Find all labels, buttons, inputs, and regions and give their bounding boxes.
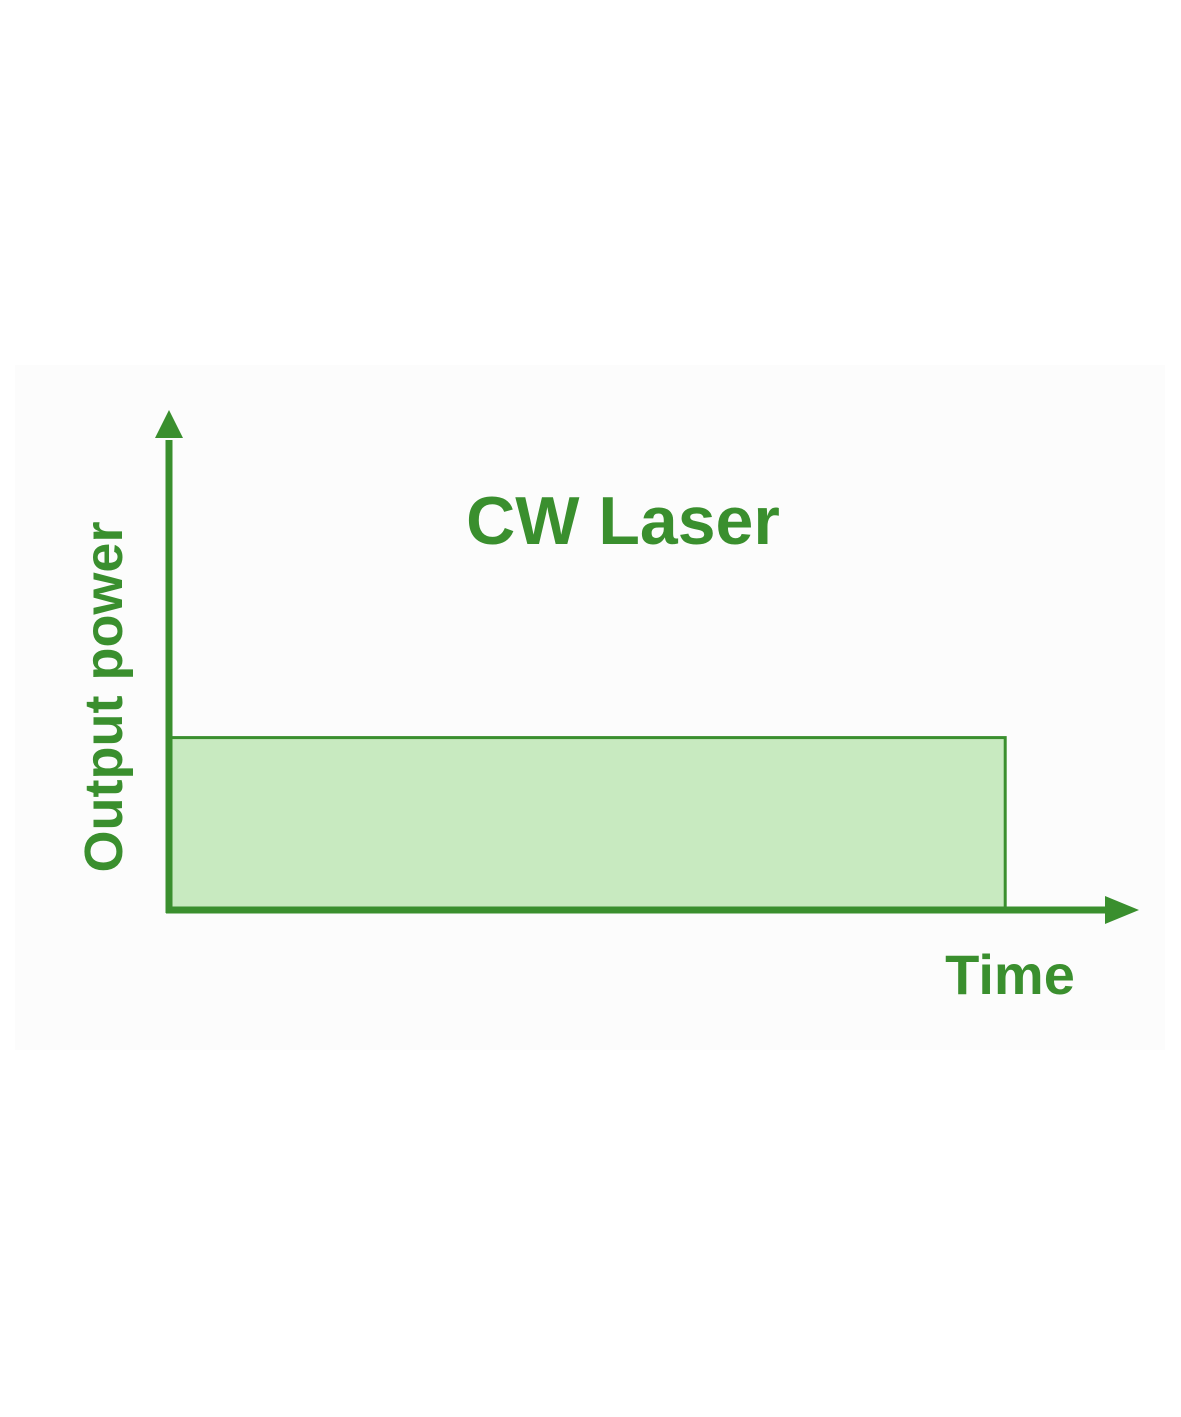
power-area xyxy=(167,736,1007,912)
y-axis-label: Output power xyxy=(74,522,134,873)
chart-title: CW Laser xyxy=(466,483,780,559)
x-axis-arrow-icon xyxy=(1105,896,1139,924)
y-axis-arrow-icon xyxy=(155,410,183,438)
chart-panel xyxy=(15,365,1165,1050)
x-axis-label: Time xyxy=(945,943,1075,1006)
